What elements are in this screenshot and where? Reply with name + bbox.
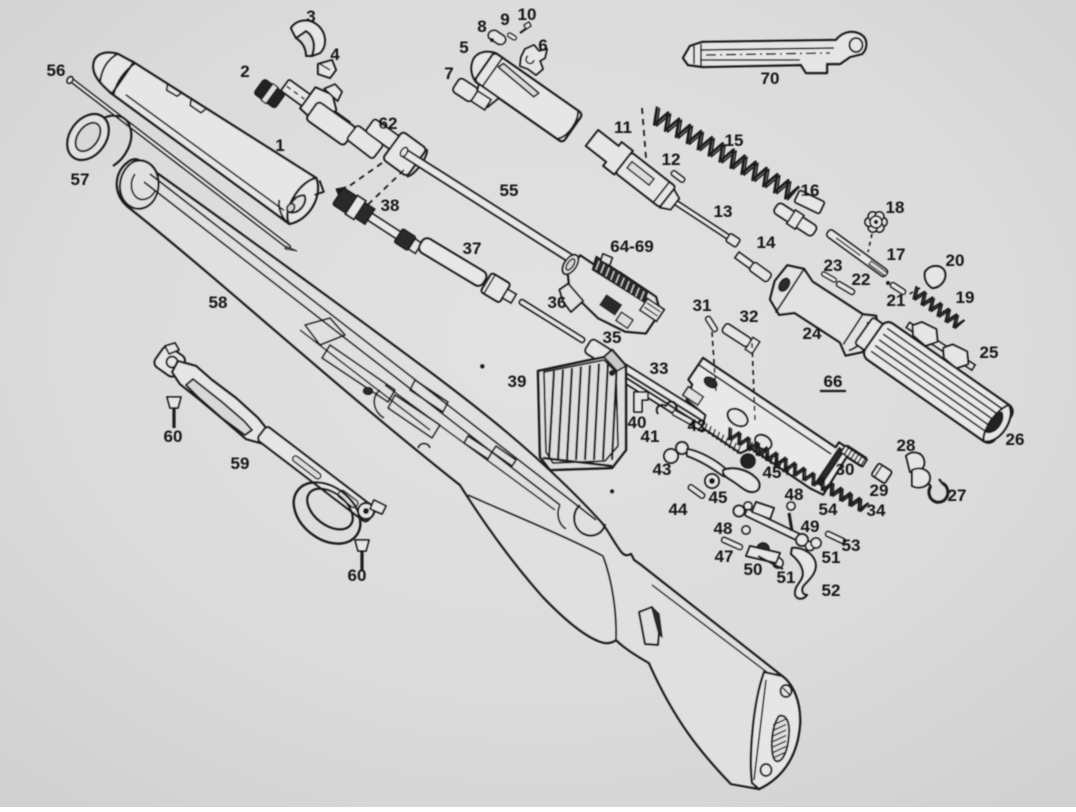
svg-text:9: 9 <box>500 10 509 29</box>
svg-text:3: 3 <box>306 7 315 26</box>
svg-text:13: 13 <box>714 202 733 221</box>
svg-text:48: 48 <box>785 485 804 504</box>
svg-text:55: 55 <box>500 181 519 200</box>
svg-text:12: 12 <box>662 150 681 169</box>
svg-text:21: 21 <box>887 291 906 310</box>
svg-text:19: 19 <box>956 288 975 307</box>
svg-text:27: 27 <box>948 486 967 505</box>
svg-text:54: 54 <box>819 500 838 519</box>
svg-text:60: 60 <box>164 427 183 446</box>
svg-text:26: 26 <box>1006 430 1025 449</box>
svg-text:44: 44 <box>669 500 688 519</box>
svg-text:59: 59 <box>231 454 250 473</box>
svg-text:28: 28 <box>897 436 916 455</box>
svg-text:48: 48 <box>714 519 733 538</box>
svg-text:5: 5 <box>459 38 468 57</box>
svg-text:45: 45 <box>763 463 782 482</box>
svg-text:10: 10 <box>518 5 537 24</box>
svg-text:50: 50 <box>744 560 763 579</box>
svg-text:43: 43 <box>653 460 672 479</box>
svg-text:51: 51 <box>777 568 796 587</box>
svg-text:29: 29 <box>870 481 889 500</box>
svg-text:56: 56 <box>47 61 66 80</box>
svg-text:60: 60 <box>348 566 367 585</box>
svg-text:7: 7 <box>444 64 453 83</box>
svg-text:23: 23 <box>824 256 843 275</box>
svg-text:32: 32 <box>740 307 759 326</box>
svg-text:64-69: 64-69 <box>610 237 653 256</box>
svg-text:42: 42 <box>688 416 707 435</box>
svg-text:17: 17 <box>887 245 906 264</box>
svg-text:40: 40 <box>628 413 647 432</box>
svg-text:51: 51 <box>822 548 841 567</box>
svg-text:15: 15 <box>725 131 744 150</box>
svg-text:66: 66 <box>824 372 843 391</box>
svg-text:37: 37 <box>463 239 482 258</box>
svg-text:6: 6 <box>538 36 547 55</box>
svg-text:36: 36 <box>548 293 567 312</box>
svg-text:1: 1 <box>275 136 284 155</box>
svg-text:52: 52 <box>822 581 841 600</box>
svg-text:39: 39 <box>508 372 527 391</box>
svg-text:62: 62 <box>379 114 398 133</box>
svg-text:45: 45 <box>709 488 728 507</box>
svg-text:22: 22 <box>852 270 871 289</box>
svg-text:34: 34 <box>867 501 886 520</box>
svg-text:16: 16 <box>801 181 820 200</box>
svg-text:8: 8 <box>477 17 486 36</box>
svg-text:47: 47 <box>715 547 734 566</box>
svg-text:25: 25 <box>980 343 999 362</box>
svg-text:30: 30 <box>836 460 855 479</box>
svg-text:20: 20 <box>946 251 965 270</box>
svg-text:24: 24 <box>803 324 822 343</box>
svg-text:14: 14 <box>757 233 776 252</box>
svg-text:57: 57 <box>71 170 90 189</box>
svg-text:38: 38 <box>381 196 400 215</box>
svg-text:35: 35 <box>603 328 622 347</box>
svg-text:53: 53 <box>842 536 861 555</box>
svg-text:41: 41 <box>641 427 660 446</box>
svg-text:58: 58 <box>209 293 228 312</box>
svg-text:4: 4 <box>330 45 340 64</box>
svg-text:2: 2 <box>240 62 249 81</box>
svg-text:18: 18 <box>886 198 905 217</box>
svg-text:70: 70 <box>761 69 780 88</box>
svg-text:33: 33 <box>650 359 669 378</box>
svg-text:49: 49 <box>801 517 820 536</box>
svg-text:11: 11 <box>614 118 632 137</box>
svg-text:31: 31 <box>693 296 712 315</box>
